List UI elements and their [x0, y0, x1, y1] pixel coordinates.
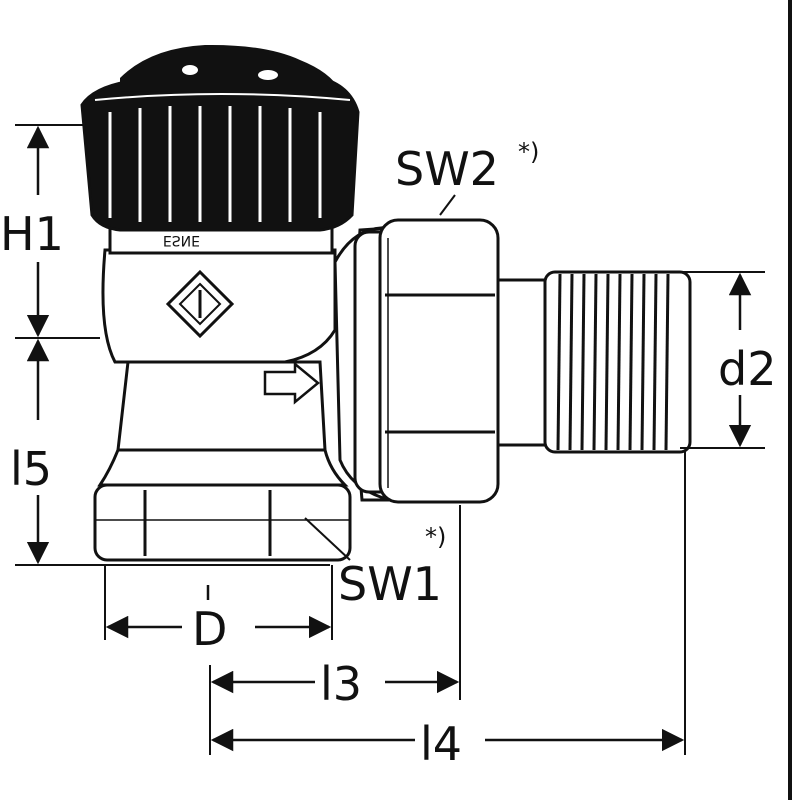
- valve-body: [93, 248, 352, 562]
- label-sw1-sup: *): [425, 523, 446, 551]
- tailpiece: [496, 270, 692, 454]
- dimension-arrows: [26, 125, 752, 752]
- label-sw2: SW2: [395, 142, 499, 196]
- cap-imprint: ƎИƧƎ: [163, 232, 200, 248]
- label-d: D: [192, 602, 227, 656]
- label-l3: l3: [320, 657, 362, 711]
- valve-cap: ƎИƧƎ: [80, 44, 360, 255]
- label-sw1: SW1: [338, 557, 442, 611]
- label-l5: l5: [10, 442, 52, 496]
- label-l4: l4: [420, 717, 462, 771]
- label-d2: d2: [718, 342, 776, 396]
- union-nut: [333, 218, 500, 504]
- label-h1: H1: [0, 207, 64, 261]
- label-sw2-sup: *): [518, 138, 539, 166]
- extension-lines: [15, 124, 765, 755]
